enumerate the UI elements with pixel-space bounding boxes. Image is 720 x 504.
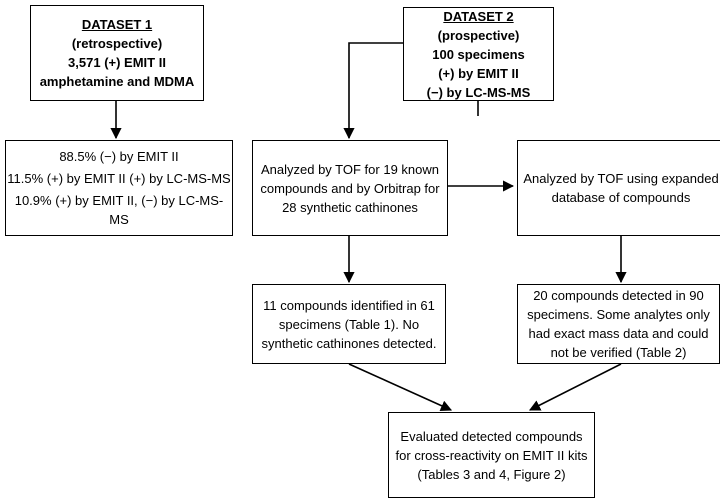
detected-line: 20 compounds detected in 90 [533, 288, 704, 303]
arrow-identified-to-evaluated [348, 363, 453, 411]
evaluated-line: Evaluated detected compounds [400, 428, 583, 444]
expanded-analysis-box: Analyzed by TOF using expanded database … [517, 140, 720, 236]
evaluated-box: Evaluated detected compounds for cross-r… [388, 412, 595, 498]
result-positive-confirmed: 11.5% (+) by EMIT II (+) by LC-MS-MS [7, 170, 231, 186]
result-positive-unconfirmed: 10.9% (+) by EMIT II, (−) by LC-MS-MS [14, 193, 224, 228]
dataset1-box: DATASET 1 (retrospective) 3,571 (+) EMIT… [30, 5, 204, 101]
detected-line: had exact mass data and could [528, 326, 709, 341]
expanded-analysis-line: Analyzed by TOF using expanded [523, 171, 719, 186]
evaluated-line: (Tables 3 and 4, Figure 2) [417, 466, 566, 482]
dataset2-negative: (−) by LC-MS-MS [426, 84, 531, 100]
dataset1-drugs: amphetamine and MDMA [39, 74, 195, 89]
tof-analysis-line: compounds and by Orbitrap for [260, 180, 440, 196]
identified-line: synthetic cathinones detected. [261, 335, 437, 351]
dataset1-results-box: 88.5% (−) by EMIT II 11.5% (+) by EMIT I… [5, 140, 233, 236]
expanded-analysis-line: database of compounds [551, 190, 691, 205]
result-negative: 88.5% (−) by EMIT II [59, 148, 179, 164]
dataset2-positive: (+) by EMIT II [438, 65, 519, 81]
arrow-detected-to-evaluated [529, 363, 622, 411]
detected-box: 20 compounds detected in 90 specimens. S… [517, 284, 720, 364]
identified-box: 11 compounds identified in 61 specimens … [252, 284, 446, 364]
dataset1-title: DATASET 1 [81, 17, 153, 32]
dataset2-type: (prospective) [437, 27, 520, 43]
dataset1-count: 3,571 (+) EMIT II [68, 55, 166, 70]
tof-analysis-line: 28 synthetic cathinones [282, 199, 418, 215]
identified-line: 11 compounds identified in 61 [263, 297, 435, 313]
dataset2-title: DATASET 2 [443, 8, 514, 24]
evaluated-line: for cross-reactivity on EMIT II kits [395, 447, 588, 463]
dataset1-type: (retrospective) [71, 36, 163, 51]
dataset2-count: 100 specimens [432, 46, 525, 62]
arrow-dataset2-to-tof [343, 42, 403, 140]
dataset2-box: DATASET 2 (prospective) 100 specimens (+… [403, 7, 554, 101]
detected-line: not be verified (Table 2) [550, 345, 687, 360]
tof-analysis-line: Analyzed by TOF for 19 known [260, 161, 439, 177]
detected-line: specimens. Some analytes only [527, 307, 710, 322]
tof-analysis-box: Analyzed by TOF for 19 known compounds a… [252, 140, 448, 236]
identified-line: specimens (Table 1). No [278, 316, 420, 332]
